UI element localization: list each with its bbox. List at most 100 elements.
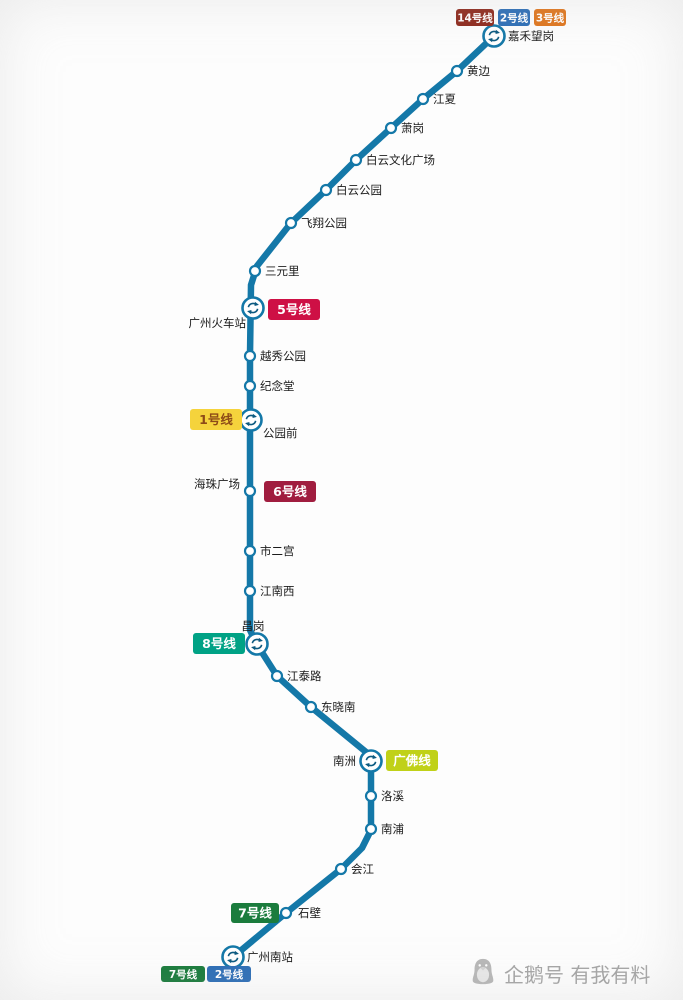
- line-badge-label: 2号线: [500, 11, 529, 24]
- line-badge-background: [456, 9, 494, 26]
- station-marker: [243, 349, 257, 363]
- station-label: 三元里: [265, 264, 300, 278]
- station-dot: [359, 749, 383, 773]
- station-marker: [349, 153, 363, 167]
- station-label: 洛溪: [381, 789, 404, 803]
- line-badge: 8号线: [193, 633, 245, 654]
- station-label: 黄边: [467, 64, 490, 78]
- line-badge-background: [498, 9, 530, 26]
- station-dot: [243, 349, 257, 363]
- station-marker: [364, 789, 378, 803]
- interchange-station-marker: [245, 632, 269, 656]
- station-marker: [243, 484, 257, 498]
- line-badge: 6号线: [264, 481, 316, 502]
- line-badge: 3号线: [534, 9, 566, 26]
- station-marker: [319, 183, 333, 197]
- line-badge: 7号线: [231, 903, 279, 923]
- metro-route-line: [229, 32, 498, 961]
- station-label: 石壁: [298, 906, 321, 920]
- station-label: 江泰路: [287, 669, 322, 683]
- station-dot: [239, 408, 263, 432]
- station-dot: [270, 669, 284, 683]
- line-badge-background: [193, 633, 245, 654]
- station-marker: [304, 700, 318, 714]
- station-dot: [241, 296, 265, 320]
- station-dot: [221, 945, 245, 969]
- station-marker: [364, 822, 378, 836]
- station-dot: [243, 544, 257, 558]
- station-label: 江夏: [433, 92, 456, 106]
- station-label: 飞翔公园: [301, 216, 347, 230]
- interchange-station-marker: [221, 945, 245, 969]
- line-badge-label: 7号线: [238, 906, 272, 921]
- station-dot: [245, 632, 269, 656]
- station-label: 广州南站: [247, 950, 293, 964]
- station-label: 白云公园: [336, 183, 382, 197]
- line-badge: 14号线: [456, 9, 494, 26]
- line-badge-label: 3号线: [536, 11, 565, 24]
- station-dot: [243, 484, 257, 498]
- station-marker: [279, 906, 293, 920]
- interchange-station-marker: [239, 408, 263, 432]
- line-badge-background: [386, 750, 438, 771]
- station-label: 广州火车站: [189, 316, 247, 330]
- interchange-station-marker: [482, 24, 506, 48]
- station-label: 会江: [351, 862, 374, 876]
- station-dot: [384, 121, 398, 135]
- station-marker: [334, 862, 348, 876]
- line-badge-background: [268, 299, 320, 320]
- line-badge-background: [534, 9, 566, 26]
- station-dot: [284, 216, 298, 230]
- station-label: 嘉禾望岗: [508, 29, 554, 43]
- line-badge-label: 6号线: [273, 484, 307, 499]
- station-dot: [248, 264, 262, 278]
- station-marker: [284, 216, 298, 230]
- line-badge-background: [207, 966, 251, 982]
- station-dot: [304, 700, 318, 714]
- line-badge-label: 1号线: [199, 412, 233, 427]
- watermark-text: 企鹅号 有我有料: [504, 963, 650, 987]
- line-badge-label: 2号线: [215, 968, 244, 981]
- station-label: 白云文化广场: [366, 153, 435, 167]
- station-label: 昌岗: [242, 619, 265, 633]
- station-label: 东晓南: [321, 700, 356, 714]
- line-badge: 2号线: [207, 966, 251, 982]
- interchange-station-marker: [359, 749, 383, 773]
- line-badge: 7号线: [161, 966, 205, 982]
- station-dot: [334, 862, 348, 876]
- route-line-layer: [229, 32, 498, 961]
- line-badge-background: [231, 903, 279, 923]
- station-dot: [319, 183, 333, 197]
- station-label: 公园前: [263, 426, 298, 440]
- station-label: 纪念堂: [260, 379, 295, 393]
- line-badge-background: [264, 481, 316, 502]
- line-badge-background: [190, 409, 242, 430]
- station-dot: [243, 584, 257, 598]
- station-marker: [416, 92, 430, 106]
- station-marker: [248, 264, 262, 278]
- penguin-icon: [472, 958, 494, 985]
- station-dot: [482, 24, 506, 48]
- station-label: 越秀公园: [260, 349, 306, 363]
- line-badge: 2号线: [498, 9, 530, 26]
- station-dot: [450, 64, 464, 78]
- station-marker-layer: [221, 24, 506, 969]
- line-badge: 5号线: [268, 299, 320, 320]
- station-label: 南浦: [381, 822, 404, 836]
- station-label: 市二宫: [260, 544, 295, 558]
- line-badge-label: 7号线: [169, 968, 198, 981]
- station-dot: [364, 789, 378, 803]
- station-dot: [279, 906, 293, 920]
- station-marker: [270, 669, 284, 683]
- station-marker: [450, 64, 464, 78]
- station-marker: [243, 584, 257, 598]
- station-label: 南洲: [333, 754, 356, 768]
- station-dot: [416, 92, 430, 106]
- station-dot: [349, 153, 363, 167]
- station-label: 萧岗: [401, 121, 424, 135]
- station-label: 江南西: [260, 584, 295, 598]
- line-badge-background: [161, 966, 205, 982]
- watermark-layer: 企鹅号 有我有料: [472, 958, 650, 987]
